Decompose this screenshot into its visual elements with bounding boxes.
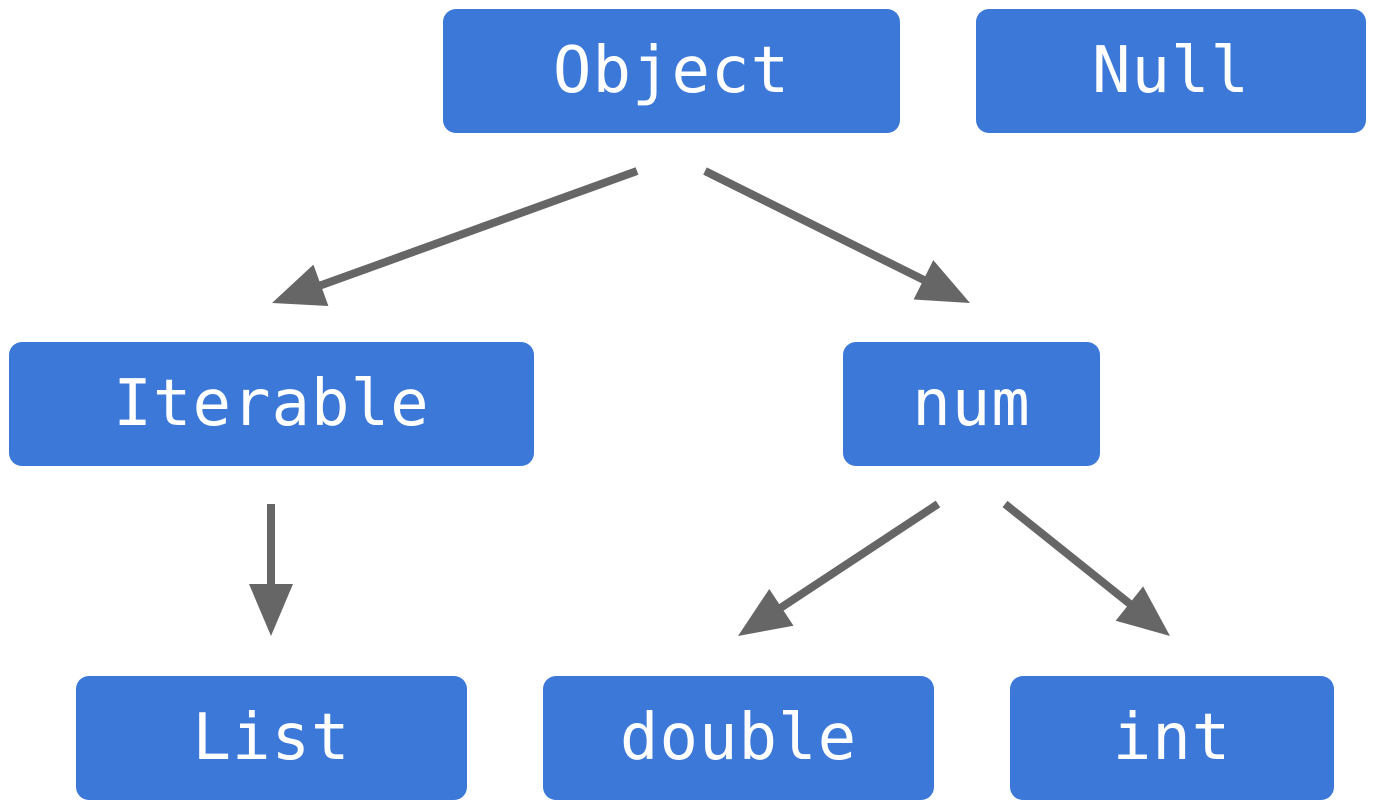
node-num: num <box>843 342 1100 466</box>
arrow-head <box>738 588 794 636</box>
arrow-head <box>272 264 329 307</box>
node-object: Object <box>443 9 900 133</box>
arrow-shaft <box>1002 500 1136 610</box>
arrow-object-num <box>703 167 970 303</box>
arrow-num-double <box>738 500 941 636</box>
node-null: Null <box>976 9 1366 133</box>
arrow-head <box>913 260 970 303</box>
node-list: List <box>76 676 467 800</box>
node-double: double <box>543 676 934 800</box>
arrow-shaft <box>703 167 929 286</box>
arrow-iterable-list <box>249 504 293 636</box>
node-iterable: Iterable <box>9 342 534 466</box>
node-int: int <box>1010 676 1334 800</box>
arrow-num-int <box>1002 500 1170 636</box>
arrow-head <box>1115 586 1170 636</box>
arrow-object-iterable <box>272 167 639 307</box>
arrow-shaft <box>315 167 639 291</box>
arrow-shaft <box>775 500 941 613</box>
arrow-head <box>249 584 293 636</box>
